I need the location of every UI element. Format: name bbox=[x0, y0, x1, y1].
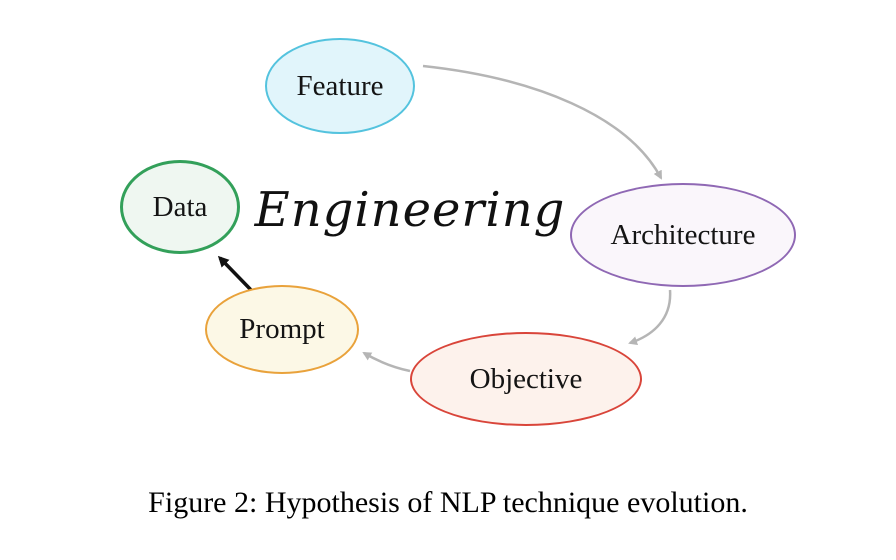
node-prompt: Prompt bbox=[205, 285, 359, 374]
node-feature-label: Feature bbox=[296, 69, 384, 102]
arrow-feature-to-architecture bbox=[422, 64, 663, 180]
node-objective: Objective bbox=[410, 332, 642, 426]
node-objective-label: Objective bbox=[469, 362, 583, 395]
node-data: Data bbox=[120, 160, 240, 254]
node-feature: Feature bbox=[265, 38, 415, 134]
arrow-objective-to-prompt bbox=[362, 351, 411, 373]
node-architecture-label: Architecture bbox=[610, 218, 756, 251]
engineering-script-text: Engineering bbox=[254, 182, 566, 238]
figure-caption: Figure 2: Hypothesis of NLP technique ev… bbox=[148, 486, 748, 519]
node-prompt-label: Prompt bbox=[239, 313, 325, 345]
node-data-label: Data bbox=[152, 190, 208, 223]
arrow-architecture-to-objective bbox=[628, 289, 672, 346]
node-architecture: Architecture bbox=[570, 183, 796, 287]
arrow-prompt-to-data bbox=[217, 255, 255, 294]
